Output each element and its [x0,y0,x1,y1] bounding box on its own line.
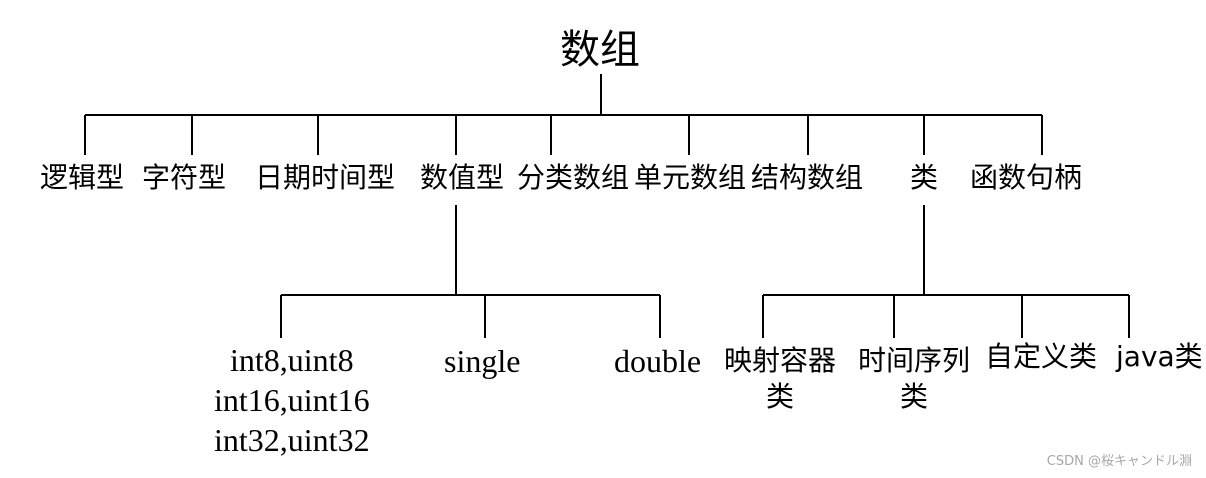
node-single: single [444,343,521,379]
node-map-container-class: 映射容器 类 [724,343,836,415]
node-timeseries-class: 时间序列 类 [858,343,970,415]
node-class: 类 [910,161,939,194]
node-handle: 函数句柄 [970,161,1083,194]
node-categorical: 分类数组 [517,161,630,194]
node-struct: 结构数组 [751,161,864,194]
node-java-class: java类 [1116,340,1203,373]
int8-label: int8,uint8 [230,342,354,378]
node-char: 字符型 [142,161,227,194]
int16-label: int16,uint16 [214,382,370,418]
node-logical: 逻辑型 [40,161,125,194]
node-numeric: 数值型 [420,161,505,194]
root-node-label: 数组 [560,27,640,73]
node-integer-types: int8,uint8 int16,uint16 int32,uint32 [214,340,370,460]
watermark-text: CSDN @桜キャンドル淵 [1046,454,1192,469]
map-line-2: 类 [766,380,795,413]
node-cell: 单元数组 [634,161,747,194]
node-datetime: 日期时间型 [255,161,396,194]
map-line-1: 映射容器 [724,344,837,377]
node-double: double [614,343,702,379]
node-custom-class: 自定义类 [985,340,1098,373]
timeseries-line-2: 类 [900,380,929,413]
int32-label: int32,uint32 [214,422,370,458]
timeseries-line-1: 时间序列 [858,344,971,377]
